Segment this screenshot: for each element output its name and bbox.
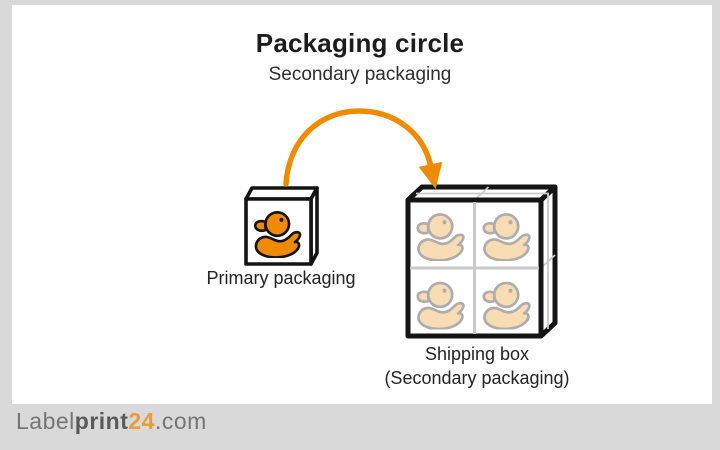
primary-box-icon [244,186,319,266]
page-subtitle: Secondary packaging [268,64,452,85]
curved-arrow-icon [283,108,443,190]
logo-part-24: 24 [128,408,155,434]
page-title: Packaging circle [255,28,465,58]
content-canvas [12,5,712,404]
primary-packaging-label: Primary packaging [206,268,356,288]
logo-part-com: .com [154,408,207,434]
shipping-box-label: Shipping box [424,344,530,364]
shipping-box-icon [405,184,558,339]
logo-part-label: Label [16,408,75,434]
logo-part-print: print [74,408,129,434]
shipping-box-sublabel: (Secondary packaging) [384,368,570,388]
labelprint24-logo: Labelprint24.com [16,408,207,435]
shipping-box-label-group: Shipping box (Secondary packaging) [357,342,597,390]
